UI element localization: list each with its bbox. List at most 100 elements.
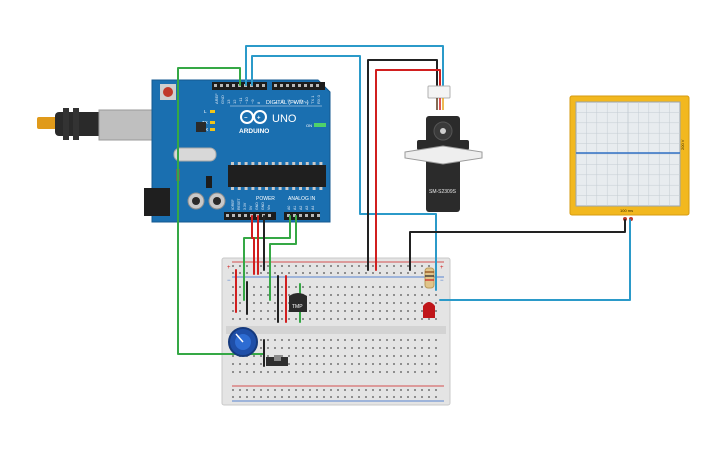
reset-button-cap[interactable] bbox=[163, 87, 173, 97]
breadboard-hole bbox=[330, 389, 332, 391]
wire-blue-scope[interactable] bbox=[439, 219, 631, 301]
breadboard-hole bbox=[260, 302, 262, 304]
chip-pin bbox=[237, 187, 241, 190]
breadboard-hole bbox=[435, 363, 437, 365]
oscilloscope-volt-label: 200 V bbox=[680, 139, 685, 150]
breadboard-hole bbox=[358, 363, 360, 365]
breadboard-hole bbox=[379, 302, 381, 304]
breadboard-hole bbox=[435, 347, 437, 349]
breadboard-hole bbox=[435, 396, 437, 398]
breadboard-hole bbox=[414, 310, 416, 312]
breadboard-hole bbox=[281, 389, 283, 391]
breadboard-hole bbox=[330, 302, 332, 304]
svg-text:~11: ~11 bbox=[238, 97, 243, 104]
breadboard-hole bbox=[358, 389, 360, 391]
servo-motor[interactable]: SM-S2309S bbox=[404, 85, 483, 212]
breadboard-hole bbox=[239, 265, 241, 267]
wire-green-sensor[interactable] bbox=[269, 215, 297, 301]
breadboard-hole bbox=[351, 339, 353, 341]
breadboard-hole bbox=[232, 286, 234, 288]
breadboard-hole bbox=[351, 272, 353, 274]
breadboard-hole bbox=[323, 272, 325, 274]
breadboard-hole bbox=[288, 389, 290, 391]
chip-pin bbox=[285, 162, 289, 165]
breadboard-hole bbox=[351, 389, 353, 391]
potentiometer[interactable] bbox=[228, 327, 258, 357]
breadboard-hole bbox=[323, 396, 325, 398]
svg-text:−: − bbox=[244, 116, 248, 122]
resistor[interactable] bbox=[424, 267, 435, 289]
breadboard-hole bbox=[232, 363, 234, 365]
breadboard-hole bbox=[379, 389, 381, 391]
breadboard-hole bbox=[309, 355, 311, 357]
breadboard[interactable]: + − + − bbox=[221, 257, 451, 406]
breadboard-hole bbox=[281, 294, 283, 296]
breadboard-hole bbox=[379, 294, 381, 296]
breadboard-hole bbox=[316, 310, 318, 312]
power-pin bbox=[238, 214, 241, 217]
power-pin bbox=[244, 214, 247, 217]
analog-header-label: ANALOG IN bbox=[288, 196, 316, 202]
breadboard-hole bbox=[358, 286, 360, 288]
breadboard-hole bbox=[393, 310, 395, 312]
breadboard-hole bbox=[302, 396, 304, 398]
breadboard-hole bbox=[428, 396, 430, 398]
chip-pin bbox=[312, 162, 316, 165]
breadboard-hole bbox=[274, 286, 276, 288]
slide-switch-lever[interactable] bbox=[274, 355, 281, 361]
breadboard-hole bbox=[386, 294, 388, 296]
breadboard-hole bbox=[232, 371, 234, 373]
breadboard-hole bbox=[414, 389, 416, 391]
breadboard-hole bbox=[372, 339, 374, 341]
wire-red-5v[interactable] bbox=[251, 215, 255, 275]
breadboard-hole bbox=[365, 318, 367, 320]
chip-pin bbox=[265, 187, 268, 190]
breadboard-hole bbox=[288, 363, 290, 365]
svg-text:RESET: RESET bbox=[237, 197, 241, 210]
breadboard-hole bbox=[302, 318, 304, 320]
breadboard-hole bbox=[330, 339, 332, 341]
breadboard-hole bbox=[309, 371, 311, 373]
breadboard-hole bbox=[400, 294, 402, 296]
wire-green-potentiometer[interactable] bbox=[243, 215, 291, 301]
wire-red-servo-power[interactable] bbox=[375, 69, 441, 271]
breadboard-hole bbox=[260, 371, 262, 373]
arduino-uno-board[interactable]: AREF GND 13 12 ~11 ~10 ~9 8 7 ~6 ~5 4 ~3… bbox=[144, 79, 331, 223]
analog-pin bbox=[305, 214, 308, 217]
breadboard-hole bbox=[288, 396, 290, 398]
breadboard-hole bbox=[421, 355, 423, 357]
wire-blue-led[interactable] bbox=[251, 55, 437, 291]
breadboard-hole bbox=[414, 272, 416, 274]
wire-blue-servo-signal[interactable] bbox=[245, 45, 444, 87]
digital-pin-labels: AREF GND 13 12 ~11 ~10 ~9 8 7 ~6 ~5 4 ~3… bbox=[214, 93, 321, 104]
analog-pin bbox=[287, 214, 290, 217]
wire-black-servo-gnd[interactable] bbox=[367, 59, 438, 271]
red-led[interactable] bbox=[423, 302, 435, 318]
breadboard-hole bbox=[281, 371, 283, 373]
breadboard-hole bbox=[393, 318, 395, 320]
wire-black-scope[interactable] bbox=[409, 219, 626, 271]
breadboard-hole bbox=[393, 339, 395, 341]
breadboard-hole bbox=[295, 389, 297, 391]
breadboard-hole bbox=[435, 310, 437, 312]
breadboard-hole bbox=[253, 389, 255, 391]
wires bbox=[177, 45, 631, 367]
slide-switch[interactable] bbox=[266, 355, 288, 366]
breadboard-hole bbox=[400, 363, 402, 365]
breadboard-hole bbox=[386, 396, 388, 398]
breadboard-hole bbox=[407, 347, 409, 349]
temperature-sensor[interactable]: TMP bbox=[289, 293, 307, 312]
breadboard-hole bbox=[400, 371, 402, 373]
servo-horn[interactable] bbox=[404, 145, 483, 165]
breadboard-hole bbox=[344, 396, 346, 398]
usb-cable[interactable] bbox=[37, 108, 156, 141]
breadboard-hole bbox=[407, 310, 409, 312]
breadboard-hole bbox=[386, 339, 388, 341]
svg-text:RX 0: RX 0 bbox=[316, 94, 321, 104]
breadboard-hole bbox=[428, 318, 430, 320]
breadboard-hole bbox=[239, 272, 241, 274]
breadboard-hole bbox=[239, 371, 241, 373]
breadboard-hole bbox=[372, 389, 374, 391]
oscilloscope[interactable]: 100 ms 200 V bbox=[569, 95, 690, 221]
breadboard-hole bbox=[386, 389, 388, 391]
